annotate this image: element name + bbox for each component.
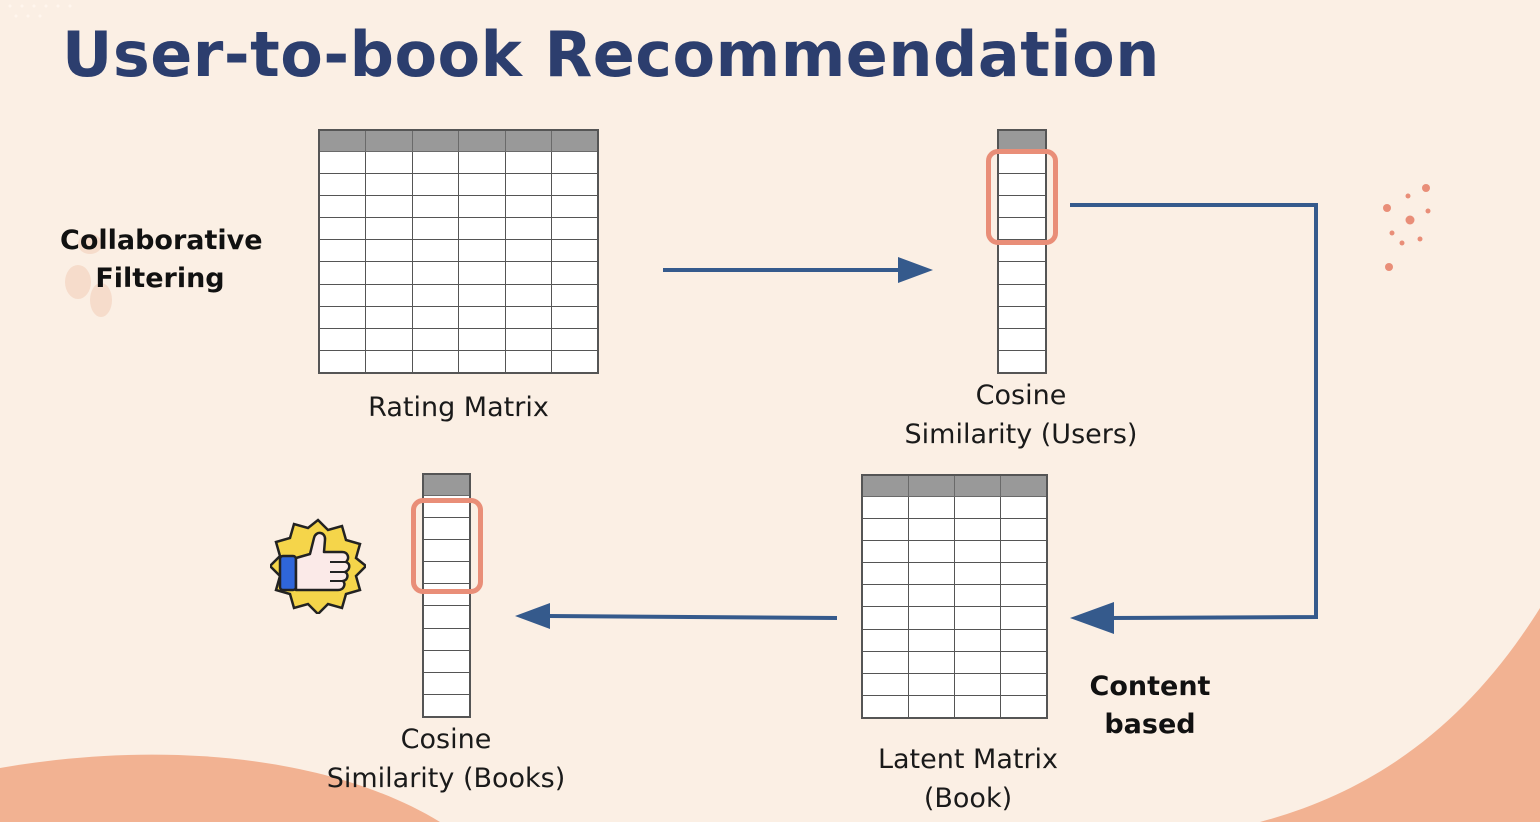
grid-row	[997, 327, 1047, 351]
arrow-users-to-latent	[1070, 203, 1318, 620]
grid-row	[422, 539, 471, 563]
grid-row	[318, 239, 599, 263]
grid-row	[422, 605, 471, 629]
thumbs-up-badge-icon	[270, 518, 366, 614]
arrow-latent-to-books	[547, 614, 838, 620]
grid-row	[861, 562, 1048, 586]
cosine-books-highlight	[411, 498, 483, 594]
grid-row	[861, 584, 1048, 608]
grid-cell	[1000, 495, 1048, 520]
grid-row	[861, 672, 1048, 696]
grid-cell	[1000, 606, 1048, 630]
grid-row	[318, 327, 599, 351]
grid-cell	[422, 693, 471, 718]
grid-row	[318, 173, 599, 197]
arrowhead-left-books	[515, 603, 550, 629]
grid-cell	[1000, 694, 1048, 719]
grid-cell	[422, 605, 471, 629]
grid-cell	[1000, 672, 1048, 696]
grid-row	[422, 627, 471, 651]
header-cell	[551, 129, 599, 152]
cosine-books-caption: Cosine Similarity (Books)	[326, 724, 566, 794]
arrowhead-right	[898, 257, 933, 283]
grid-cell	[551, 349, 599, 374]
corner-dots-decor	[8, 4, 72, 18]
grid-row	[861, 628, 1048, 652]
cosine-users-vector	[997, 129, 1047, 374]
grid-cell	[997, 349, 1047, 374]
grid-row	[422, 649, 471, 673]
grid-cell	[1000, 518, 1048, 542]
grid-row	[861, 495, 1048, 520]
grid-row	[861, 518, 1048, 542]
header-cell	[318, 129, 366, 152]
grid-cell	[1000, 584, 1048, 608]
grid-row	[861, 606, 1048, 630]
header-cell	[411, 129, 459, 152]
grid-row	[422, 671, 471, 695]
grid-row	[422, 561, 471, 585]
header-cell	[997, 129, 1047, 152]
faint-petals-decor	[65, 234, 112, 317]
grid-cell	[1000, 562, 1048, 586]
grid-row	[422, 693, 471, 718]
grid-cell	[1000, 628, 1048, 652]
grid-row	[861, 694, 1048, 719]
header-cell	[907, 474, 956, 497]
grid-cell	[1000, 650, 1048, 674]
rating-matrix-caption: Rating Matrix	[368, 392, 549, 423]
grid-cell	[997, 327, 1047, 351]
grid-row	[861, 540, 1048, 564]
grid-row	[861, 650, 1048, 674]
bottom-left-blob	[0, 754, 440, 822]
grid-row	[318, 150, 599, 175]
grid-row	[422, 517, 471, 541]
grid-row	[318, 349, 599, 374]
bottom-right-blob	[1260, 608, 1540, 822]
arrowhead-left-latent	[1070, 602, 1114, 634]
grid-row	[997, 349, 1047, 374]
grid-cell	[422, 561, 471, 585]
latent-matrix-caption: Latent Matrix (Book)	[877, 744, 1059, 814]
dot-cluster-decor	[1383, 184, 1431, 271]
grid-cell	[422, 627, 471, 651]
cosine-users-highlight	[986, 149, 1058, 245]
rating-matrix-grid	[318, 129, 599, 374]
page-title: User-to-book Recommendation	[62, 18, 1160, 91]
grid-cell	[422, 539, 471, 563]
grid-cell	[551, 327, 599, 351]
cosine-users-caption: Cosine Similarity (Users)	[904, 380, 1138, 450]
latent-matrix-grid	[861, 474, 1048, 719]
grid-cell	[422, 517, 471, 541]
grid-cell	[1000, 540, 1048, 564]
grid-cell	[422, 649, 471, 673]
content-based-label: Content based	[1089, 671, 1211, 740]
grid-row	[318, 195, 599, 219]
grid-cell	[422, 671, 471, 695]
collaborative-filtering-label: Collaborative Filtering	[60, 225, 263, 294]
